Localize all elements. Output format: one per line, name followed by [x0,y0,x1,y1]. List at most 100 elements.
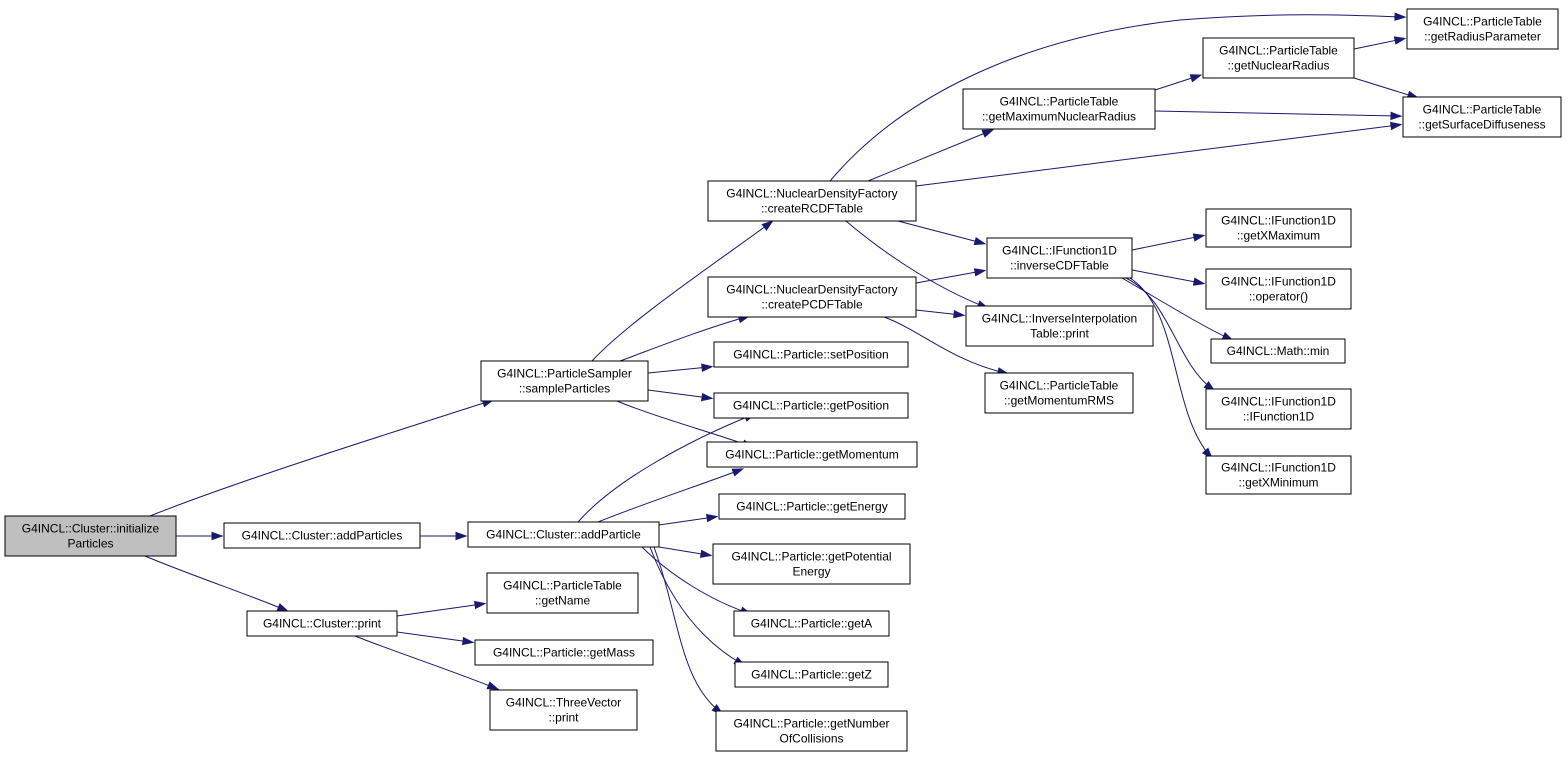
node-box [713,392,909,419]
node-box [467,521,660,548]
node-mathMin[interactable]: G4INCL::Math::min [1210,338,1346,364]
node-label-line: G4INCL::IFunction1D [1002,244,1117,258]
node-addParticles[interactable]: G4INCL::Cluster::addParticles [223,522,421,549]
edge-sampleParticles-to-getPosition [647,389,714,402]
node-label-line: G4INCL::IFunction1D [1221,395,1336,409]
edge-inverseCDFTable-to-operatorCall [1131,269,1206,286]
node-clusterPrint[interactable]: G4INCL::Cluster::print [246,610,398,637]
node-inverseCDFTable[interactable]: G4INCL::IFunction1D::inverseCDFTable [986,237,1133,279]
edge-addParticle-to-getEnergy [658,513,719,526]
node-iFunction1D[interactable]: G4INCL::IFunction1D::IFunction1D [1205,388,1352,430]
arrowhead-icon [731,468,745,477]
node-label-line: G4INCL::Particle::getMass [493,646,635,660]
edge-line [649,546,743,665]
node-getXMaximum[interactable]: G4INCL::IFunction1D::getXMaximum [1205,208,1352,248]
node-label-line: G4INCL::Particle::setPosition [733,348,888,362]
node-box [733,610,890,637]
edge-createRCDFTable-to-getRadiusParameter [829,12,1407,182]
arrowhead-icon [276,603,290,612]
node-createPCDFTable[interactable]: G4INCL::NuclearDensityFactory::createPCD… [707,276,917,318]
arrowhead-icon [1189,74,1203,83]
node-getMaximumNuclearRadius[interactable]: G4INCL::ParticleTable::getMaximumNuclear… [962,88,1156,130]
node-box [1406,8,1559,50]
node-box [1202,37,1355,79]
arrowhead-icon [1192,233,1206,242]
node-getSurfaceDiffuseness[interactable]: G4INCL::ParticleTable::getSurfaceDiffuse… [1402,96,1562,138]
edge-line [619,316,747,362]
node-operatorCall[interactable]: G4INCL::IFunction1D::operator() [1205,268,1352,310]
edge-line [1154,75,1199,91]
node-box [986,237,1133,279]
node-box [1205,388,1352,430]
call-edges [144,12,1420,715]
node-label-line: G4INCL::Cluster::addParticle [486,528,641,542]
node-tableGetName[interactable]: G4INCL::ParticleTable::getName [486,572,639,614]
edge-addParticle-to-getNumberOfCollisions [653,546,724,715]
edge-addParticles-to-addParticle [420,531,468,541]
node-getMomentumRMS[interactable]: G4INCL::ParticleTable::getMomentumRMS [984,372,1134,414]
edge-inverseCDFTable-to-getXMinimum [1129,277,1214,460]
node-label-line: G4INCL::Particle::getNumber [733,717,889,731]
node-label-line: ::getNuclearRadius [1227,59,1329,73]
node-getZ[interactable]: G4INCL::Particle::getZ [734,661,889,688]
node-label-line: ::getRadiusParameter [1424,30,1541,44]
edge-line [647,389,710,399]
node-threeVectorPrint[interactable]: G4INCL::ThreeVector::print [489,689,638,731]
node-label-line: ::getSurfaceDiffuseness [1418,118,1545,132]
node-getNuclearRadius[interactable]: G4INCL::ParticleTable::getNuclearRadius [1202,37,1355,79]
node-addParticle[interactable]: G4INCL::Cluster::addParticle [467,521,660,548]
node-box [474,639,654,666]
node-label-line: G4INCL::NuclearDensityFactory [726,283,897,297]
arrowhead-icon [701,363,714,372]
arrowhead-icon [211,531,224,541]
node-getMomentum[interactable]: G4INCL::Particle::getMomentum [706,441,918,468]
edge-line [1353,77,1416,98]
edge-line [1131,235,1202,251]
node-label-line: ::getMomentumRMS [1004,394,1114,408]
edge-line [647,366,710,374]
edge-line [591,222,771,362]
edge-addParticle-to-getMomentum [597,468,745,523]
node-label-line: ::inverseCDFTable [1010,259,1109,273]
node-box [1205,455,1352,495]
edge-line [354,635,496,689]
edge-line [915,309,962,316]
node-box [707,276,917,318]
arrowhead-icon [981,129,995,138]
node-label-line: G4INCL::IFunction1D [1221,275,1336,289]
node-sampleParticles[interactable]: G4INCL::ParticleSampler::sampleParticles [480,360,649,402]
arrowhead-icon [455,531,468,541]
edge-line [829,14,1403,182]
node-label-line: G4INCL::InverseInterpolation [982,312,1137,326]
node-getMass[interactable]: G4INCL::Particle::getMass [474,639,654,666]
node-label-line: G4INCL::ParticleTable [503,579,622,593]
edge-initializeParticles-to-clusterPrint [144,555,290,612]
node-label-line: G4INCL::Particle::getPosition [733,399,889,413]
node-getRadiusParameter[interactable]: G4INCL::ParticleTable::getRadiusParamete… [1406,8,1559,50]
node-label-line: G4INCL::ParticleTable [1219,44,1338,58]
node-getPosition[interactable]: G4INCL::Particle::getPosition [713,392,909,419]
edge-clusterPrint-to-tableGetName [396,600,487,617]
edge-initializeParticles-to-addParticles [176,531,224,541]
edge-line [658,546,709,556]
node-createRCDFTable[interactable]: G4INCL::NuclearDensityFactory::createRCD… [707,180,917,222]
node-box [965,305,1154,347]
node-label-line: OfCollisions [779,732,843,746]
edge-line [897,220,983,244]
node-label-line: Energy [792,565,830,579]
edge-createPCDFTable-to-inverseCDFTable [915,268,987,284]
edge-line [915,270,983,284]
node-label-line: G4INCL::ThreeVector [506,696,621,710]
node-label-line: G4INCL::Particle::getEnergy [736,500,887,514]
edge-line [616,400,751,447]
node-label-line: G4INCL::IFunction1D [1221,461,1336,475]
node-getA[interactable]: G4INCL::Particle::getA [733,610,890,637]
node-setPosition[interactable]: G4INCL::Particle::setPosition [713,341,909,368]
node-getXMinimum[interactable]: G4INCL::IFunction1D::getXMinimum [1205,455,1352,495]
node-label-line: ::getXMaximum [1237,229,1320,243]
node-getEnergy[interactable]: G4INCL::Particle::getEnergy [718,493,906,520]
